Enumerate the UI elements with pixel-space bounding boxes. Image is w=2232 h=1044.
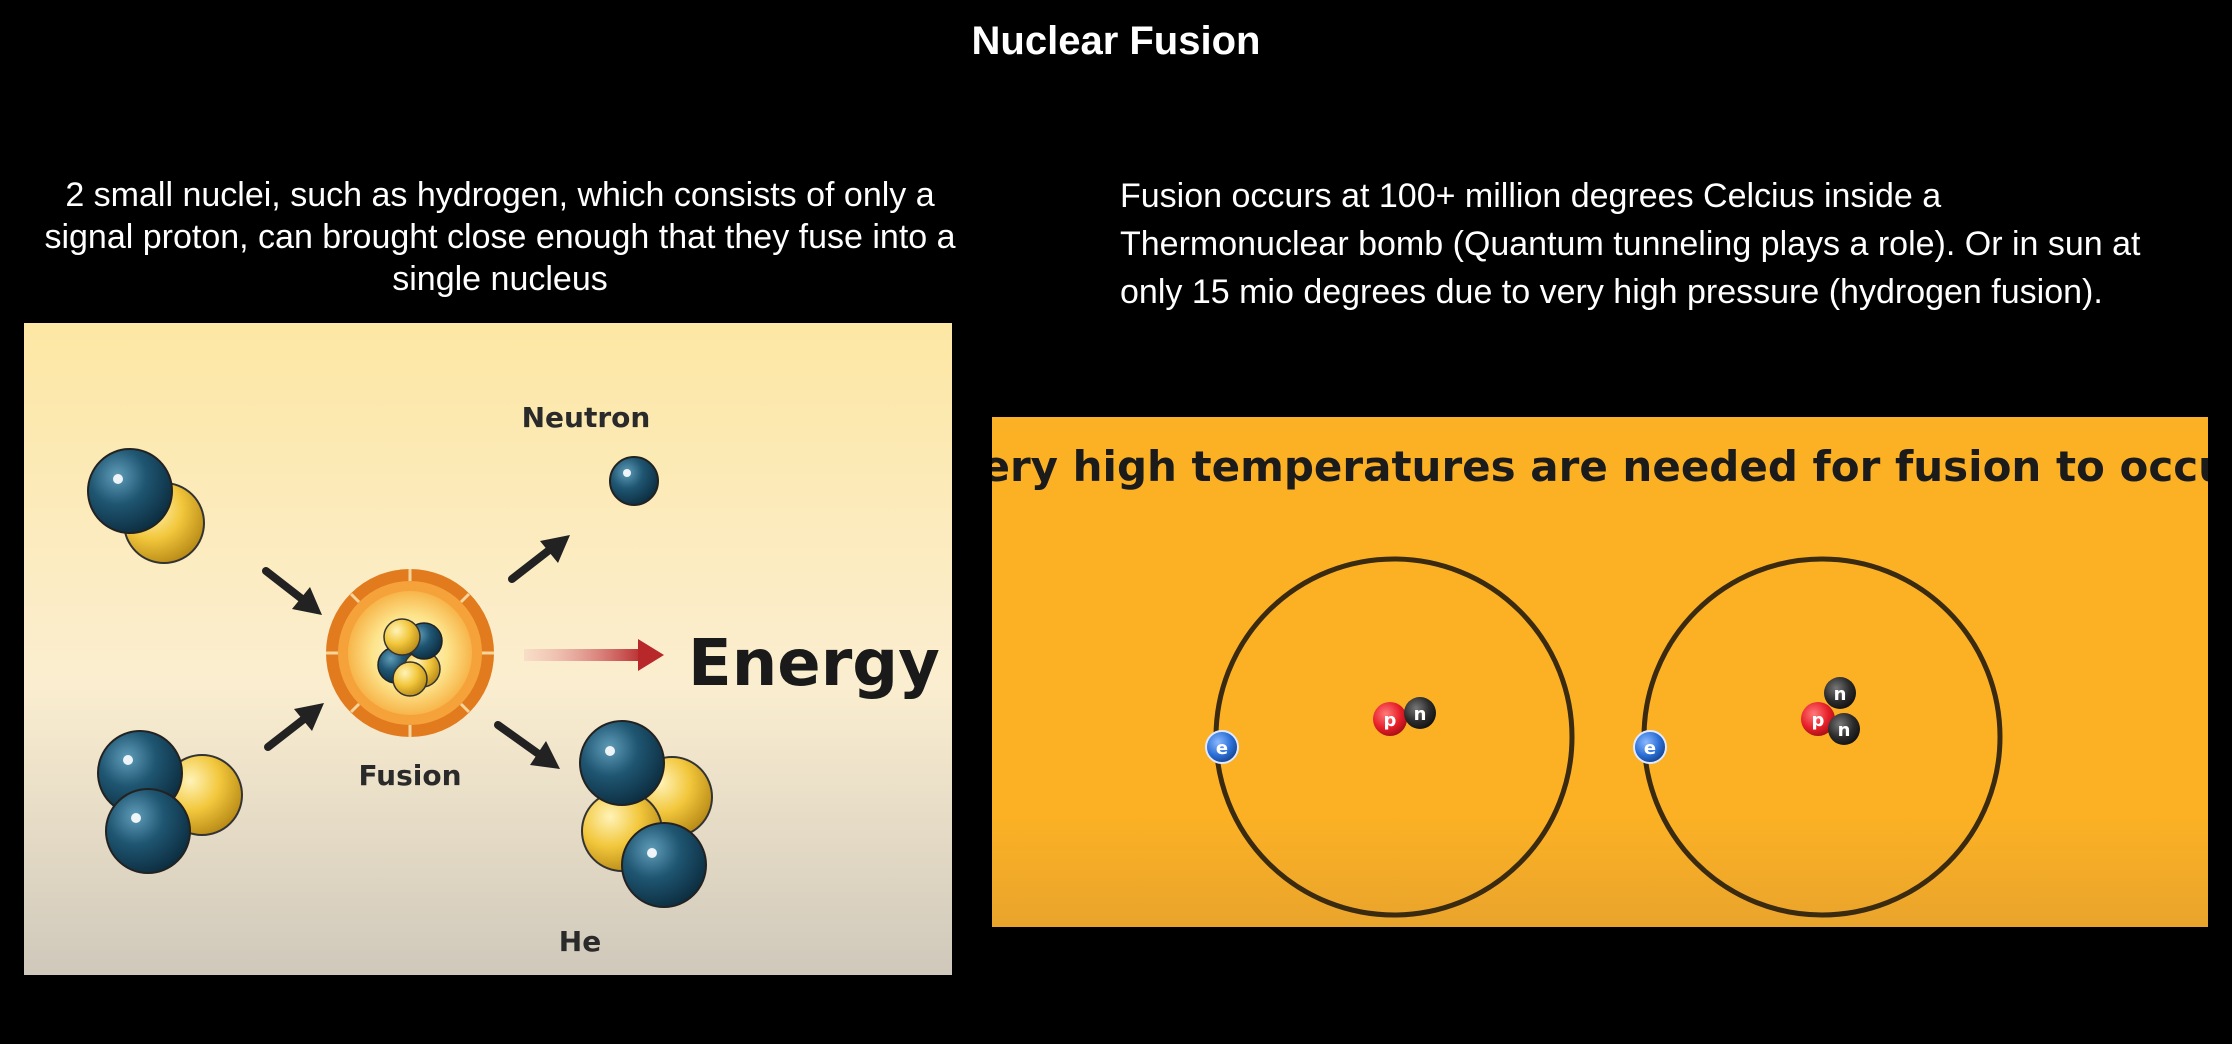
- fusion-diagram-panel: Fusion Neutron Energy: [24, 323, 952, 975]
- temperature-diagram: Very high temperatures are needed for fu…: [992, 417, 2208, 927]
- proton-particle: p: [1373, 702, 1407, 736]
- neutron-particle: [609, 456, 659, 506]
- temperature-heading: Very high temperatures are needed for fu…: [992, 442, 2208, 491]
- svg-text:e: e: [1216, 738, 1228, 759]
- slide-title: Nuclear Fusion: [971, 19, 1261, 63]
- right-caption: Fusion occurs at 100+ million degrees Ce…: [1120, 177, 2141, 311]
- svg-text:e: e: [1644, 738, 1656, 759]
- energy-label: Energy: [688, 627, 940, 701]
- tritium-atom: e p n n: [1633, 556, 2003, 918]
- arrow-to-helium: [494, 721, 560, 769]
- svg-text:n: n: [1834, 684, 1847, 705]
- svg-text:n: n: [1414, 704, 1427, 725]
- helium-nucleus: [579, 720, 713, 908]
- tritium-nucleus-bottom: [97, 730, 243, 874]
- svg-text:p: p: [1812, 710, 1825, 731]
- arrow-into-fusion-bottom: [264, 703, 324, 751]
- arrow-to-neutron: [508, 535, 570, 583]
- temperature-diagram-panel: Very high temperatures are needed for fu…: [992, 417, 2208, 927]
- arrow-into-fusion-top: [262, 567, 322, 615]
- electron-particle: e: [1205, 730, 1239, 764]
- neutron-particle-bottom: n: [1828, 713, 1860, 745]
- energy-arrow: [524, 639, 664, 671]
- electron-particle: e: [1633, 730, 1667, 764]
- neutron-particle: n: [1404, 697, 1436, 729]
- svg-text:n: n: [1838, 720, 1851, 741]
- neutron-particle-top: n: [1824, 677, 1856, 709]
- deuterium-atom: e p n: [1205, 556, 1575, 918]
- deuterium-nucleus-top: [87, 448, 205, 564]
- fusion-core: [326, 569, 494, 737]
- helium-label: He: [559, 925, 601, 958]
- fusion-label: Fusion: [358, 759, 461, 792]
- proton-particle: p: [1801, 702, 1835, 736]
- left-caption: 2 small nuclei, such as hydrogen, which …: [44, 176, 956, 298]
- fusion-diagram: Fusion Neutron Energy: [24, 323, 952, 975]
- temperature-diagram-background: [992, 417, 2208, 927]
- neutron-label: Neutron: [522, 401, 651, 434]
- svg-text:p: p: [1384, 710, 1397, 731]
